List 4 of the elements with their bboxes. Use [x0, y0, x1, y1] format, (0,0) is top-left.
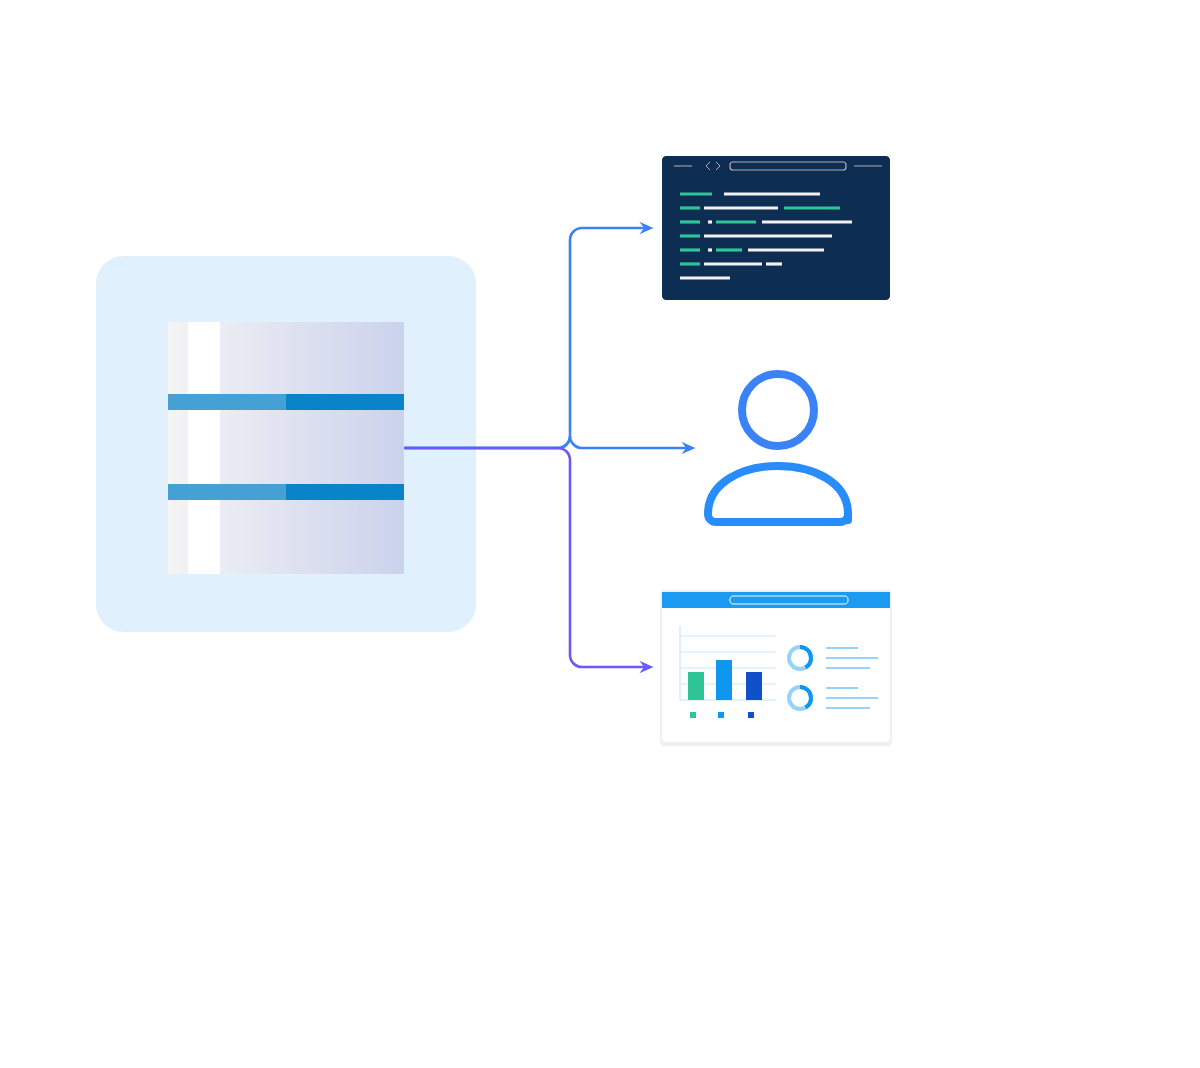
person-icon	[704, 370, 852, 526]
dashboard-window-drawing	[660, 590, 892, 746]
code-window-drawing	[662, 156, 890, 300]
database-drawing	[168, 322, 404, 574]
